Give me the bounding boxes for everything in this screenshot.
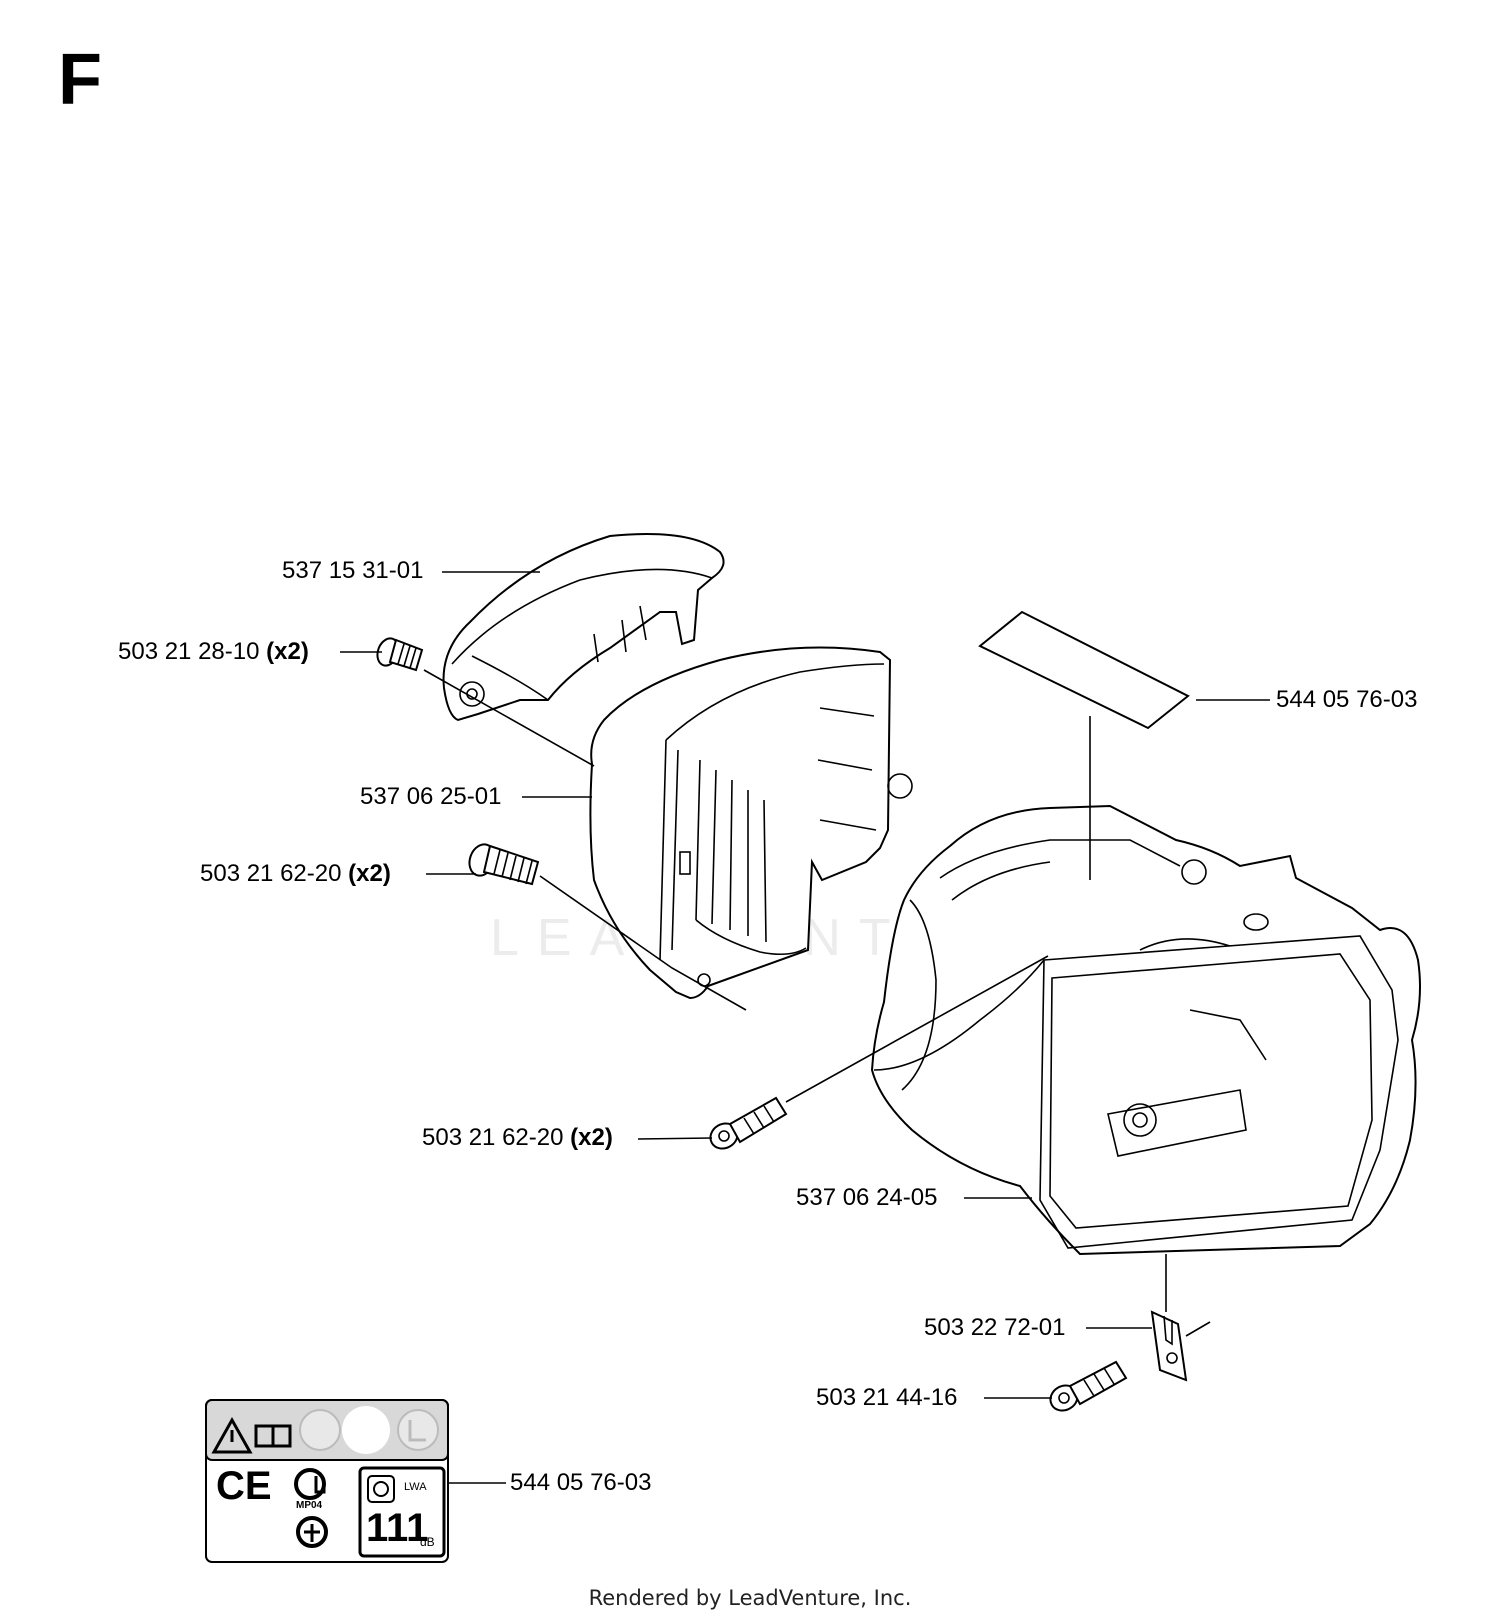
part-number: 503 21 28-10 bbox=[118, 638, 260, 665]
screw-503-21-28-10 bbox=[376, 637, 424, 672]
top-cover-part bbox=[442, 533, 725, 722]
callout-label: 503 21 62-20 (x2) bbox=[422, 1126, 613, 1150]
part-number: 537 15 31-01 bbox=[282, 557, 424, 584]
cylinder-cover-part bbox=[870, 804, 1421, 1256]
decal-mp04-mark: MP04 bbox=[296, 1500, 323, 1511]
part-number: 537 06 25-01 bbox=[360, 783, 502, 810]
part-number: 503 22 72-01 bbox=[924, 1314, 1066, 1341]
screw-503-21-62-20-upper bbox=[468, 843, 540, 886]
part-number: 503 21 62-20 bbox=[200, 860, 342, 887]
callout-label: 503 21 44-16 bbox=[816, 1386, 957, 1410]
screw-503-21-44-16 bbox=[1049, 1360, 1128, 1412]
quantity: (x2) bbox=[348, 860, 391, 887]
cylinder-shroud-part bbox=[589, 646, 913, 1000]
warning-label-decal bbox=[205, 1399, 449, 1563]
leader-lines bbox=[340, 571, 1270, 1484]
decal-db-mark: dB bbox=[420, 1535, 435, 1549]
clip-nut-503-22-72-01 bbox=[1150, 1310, 1211, 1382]
decal-plate-part bbox=[978, 610, 1190, 730]
screw-503-21-62-20-lower bbox=[709, 1096, 788, 1150]
part-number: 537 06 24-05 bbox=[796, 1184, 938, 1211]
part-number: 544 05 76-03 bbox=[510, 1469, 652, 1496]
callout-label: 544 05 76-03 bbox=[510, 1471, 651, 1495]
section-letter: F bbox=[58, 40, 102, 120]
decal-ce-mark: CE bbox=[216, 1464, 272, 1508]
part-number: 503 21 62-20 bbox=[422, 1124, 564, 1151]
assembly-lines bbox=[423, 669, 1167, 1312]
decal-111-mark: 111 bbox=[366, 1506, 429, 1550]
quantity: (x2) bbox=[570, 1124, 613, 1151]
callout-label: 544 05 76-03 bbox=[1276, 688, 1417, 712]
part-number: 544 05 76-03 bbox=[1276, 686, 1418, 713]
callout-label: 537 06 24-05 bbox=[796, 1186, 937, 1210]
callout-label: 503 21 28-10 (x2) bbox=[118, 640, 309, 664]
decal-lwa-mark: LWA bbox=[404, 1481, 427, 1493]
footer-credit: Rendered by LeadVenture, Inc. bbox=[588, 1586, 912, 1610]
callout-label: 537 15 31-01 bbox=[282, 559, 423, 583]
callout-label: 503 22 72-01 bbox=[924, 1316, 1065, 1340]
callout-label: 503 21 62-20 (x2) bbox=[200, 862, 391, 886]
quantity: (x2) bbox=[266, 638, 309, 665]
callout-label: 537 06 25-01 bbox=[360, 785, 501, 809]
part-number: 503 21 44-16 bbox=[816, 1384, 958, 1411]
